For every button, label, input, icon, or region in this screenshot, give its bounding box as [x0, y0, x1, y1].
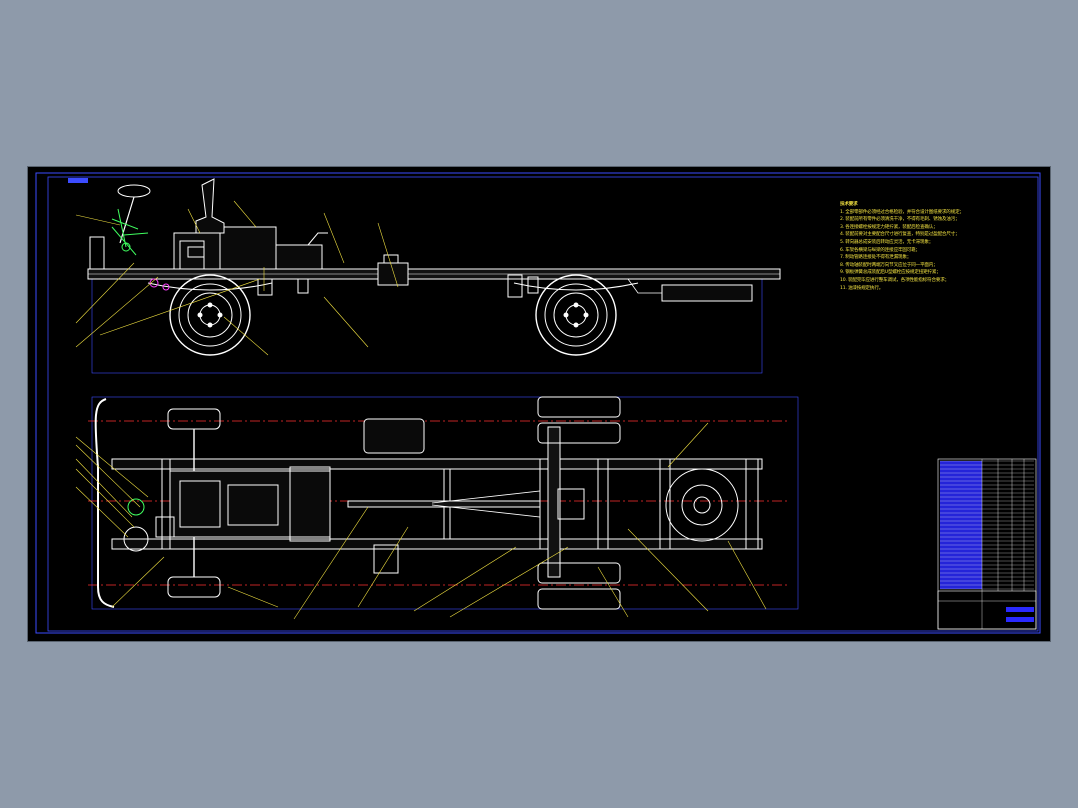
fuel-tank-side	[377, 262, 409, 286]
title-block	[937, 458, 1037, 630]
spare-tire-carrier	[661, 284, 753, 302]
note-line: 10. 装配完毕应进行整车调试，各项性能指标符合要求；	[840, 277, 950, 283]
technical-notes: 技术要求 1. 全部零部件必须经过合格检验，并符合设计图纸要求的规定； 2. 装…	[840, 201, 1040, 292]
plan-leaders	[75, 422, 767, 620]
note-line: 4. 装配前要对主要配合尺寸进行复查，特别是过盈配合尺寸；	[840, 232, 960, 238]
left-frame-rail	[111, 458, 763, 470]
right-frame-rail	[111, 538, 763, 550]
fuel-tank-plan	[363, 418, 425, 454]
gearbox-plan	[289, 466, 331, 542]
outer-frame	[35, 172, 1041, 634]
inner-frame	[47, 176, 1039, 632]
front-bumper	[94, 398, 115, 608]
steering-linkage-side	[111, 208, 149, 256]
cad-viewport[interactable]: 技术要求 1. 全部零部件必须经过合格检验，并符合设计图纸要求的规定； 2. 装…	[27, 166, 1051, 642]
front-right-tire	[167, 576, 221, 598]
note-line: 5. 转向器总成安装后转动应灵活，无卡滞现象；	[840, 239, 934, 245]
note-line: 1. 全部零部件必须经过合格检验，并符合设计图纸要求的规定；	[840, 209, 964, 215]
corner-tag	[68, 178, 88, 183]
rear-right-tire-inner	[537, 562, 621, 584]
side-leaders	[75, 200, 399, 356]
driver-seat	[195, 178, 225, 234]
rear-left-tire-outer	[537, 396, 621, 418]
steering-wheel	[117, 184, 151, 198]
rear-wheel-side	[535, 274, 617, 356]
note-line: 9. 钢板弹簧总成装配后U型螺栓应按规定扭矩拧紧；	[840, 270, 941, 276]
rear-left-tire-inner	[537, 422, 621, 444]
rear-right-tire-outer	[537, 588, 621, 610]
notes-title: 技术要求	[840, 202, 858, 207]
note-line: 6. 车架各横梁与纵梁的连接应牢固可靠；	[840, 247, 920, 253]
plan-view	[75, 396, 799, 620]
note-line: 2. 装配前所有零件必须清洗干净，不得有毛刺、锈蚀及油污；	[840, 217, 960, 223]
side-elevation-view	[87, 178, 781, 374]
gearbox	[275, 244, 323, 270]
rear-axle	[547, 426, 561, 578]
spare-wheel-plan	[665, 468, 739, 542]
note-line: 3. 各连接螺栓按规定力矩拧紧，装配后检查确认；	[840, 224, 938, 230]
chassis-assembly-drawing	[35, 172, 1041, 634]
note-line: 7. 制动管路连接处不得有泄漏现象；	[840, 255, 912, 261]
front-wheel-side	[169, 274, 251, 356]
brake-parts-side	[149, 278, 170, 291]
front-left-tire	[167, 408, 221, 430]
note-line: 8. 传动轴装配时两端万向节叉应位于同一平面内；	[840, 262, 938, 268]
note-line: 11. 油漆按规定执行。	[840, 285, 884, 291]
